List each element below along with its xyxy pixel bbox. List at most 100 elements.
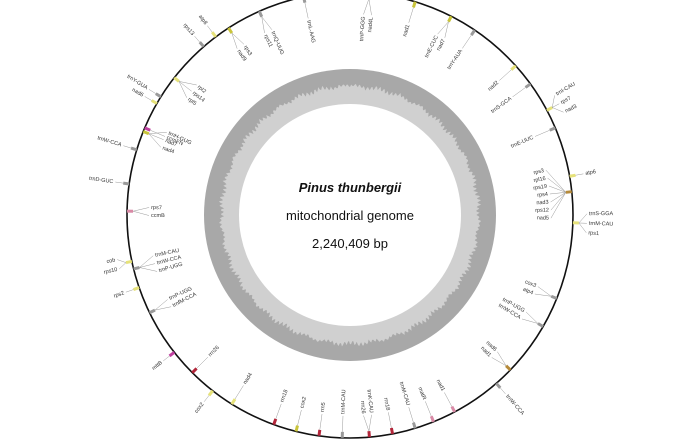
leader-line [388, 412, 392, 429]
leader-line [437, 21, 449, 35]
leader-line [196, 356, 209, 369]
gene-block [294, 425, 299, 432]
gene-label: rps1 [588, 230, 599, 237]
gene-label: rps12 [535, 208, 549, 214]
gene-label: rps11 [262, 34, 273, 49]
gene-feature: nad1 [402, 1, 417, 37]
gene-block [123, 181, 130, 186]
genome-backbone-circle [126, 0, 574, 439]
leader-line [491, 357, 507, 366]
gene-label: rps2 [113, 290, 125, 299]
leader-line [534, 129, 550, 137]
gene-block [546, 106, 553, 112]
gene-block [133, 266, 140, 271]
gene-block [155, 92, 162, 99]
gene-feature: trnW-CCA [495, 382, 525, 417]
leader-line [551, 95, 555, 108]
gene-label: trnM-CAU [398, 381, 411, 406]
gene-label: atp4 [522, 287, 534, 297]
gene-block [125, 259, 133, 265]
gene-label: nad7 [436, 38, 447, 52]
leader-line [297, 409, 302, 426]
gene-label: rrn26 [359, 401, 366, 414]
leader-line [148, 132, 167, 134]
gene-block [450, 405, 457, 413]
gene-label: trnE-UUC [510, 135, 534, 150]
leader-line [163, 355, 170, 362]
gene-label: rrn26 [207, 345, 220, 358]
gene-label: nad4 [242, 372, 254, 386]
leader-line [304, 2, 309, 19]
leader-line [148, 89, 156, 94]
gene-label: rps3 [533, 168, 545, 176]
leader-line [534, 293, 552, 297]
leader-line [319, 414, 323, 430]
gene-feature: trnY-AUA [446, 29, 476, 71]
leader-line [150, 129, 166, 137]
leader-line [144, 96, 152, 101]
gene-block [272, 418, 278, 426]
gene-label: rps3 [242, 45, 253, 57]
gene-label: trnY-AUA [446, 48, 464, 70]
gene-block [565, 190, 572, 194]
gene-label: nad7 [164, 138, 178, 148]
gene-block [429, 415, 435, 423]
gene-block [549, 126, 556, 132]
gene-feature: trnS-GCA [490, 82, 532, 115]
gene-label: atp6 [585, 169, 597, 177]
leader-line [231, 32, 245, 45]
gene-block [142, 130, 150, 136]
leader-line [552, 103, 560, 108]
gene-label: cob [106, 257, 116, 265]
leader-line [444, 392, 453, 407]
gene-label: trnW-CCA [97, 135, 123, 148]
leader-line [123, 145, 132, 149]
leader-line [342, 415, 344, 432]
gene-label: nad1 [435, 379, 446, 393]
gene-block [168, 351, 176, 358]
leader-line [148, 133, 161, 148]
gene-label: trnL-AAG [305, 20, 316, 44]
leader-line [550, 192, 567, 219]
gene-feature: trnM-CAU [341, 389, 347, 438]
gene-block [230, 398, 237, 405]
gene-block [389, 427, 395, 435]
gene-feature: trnM-CAU [398, 381, 417, 429]
gene-label: trnD-GUC [89, 176, 114, 185]
leader-line [549, 192, 566, 195]
gene-block [132, 286, 140, 291]
gene-block [447, 15, 453, 23]
gene-feature: trnL-AAG [302, 0, 316, 44]
gene-label: rps7 [151, 205, 162, 211]
gene-label: trnW-CCA [156, 255, 182, 267]
gene-block [173, 76, 180, 83]
leader-line [552, 107, 564, 113]
leader-line [408, 7, 414, 23]
gene-label: cox2 [194, 402, 206, 415]
leader-line [363, 415, 370, 432]
gene-label: rpl2 [196, 84, 207, 95]
gc-content-ring [204, 69, 496, 361]
gene-label: rpl5 [186, 97, 197, 107]
gene-feature: trnD-GUC [89, 176, 130, 186]
gene-block [470, 29, 476, 36]
gene-feature: nad2 [487, 64, 517, 93]
leader-line [117, 259, 127, 263]
gene-label: nad4L [367, 17, 375, 33]
gene-feature: cox2 [294, 396, 308, 432]
leader-line [132, 207, 150, 212]
gene-block [550, 294, 558, 300]
gene-label: nad5 [537, 215, 549, 221]
gene-block [130, 146, 138, 152]
leader-line [425, 401, 432, 417]
gene-feature: matR [416, 386, 435, 423]
gene-label: trnP-GGG [359, 16, 367, 41]
